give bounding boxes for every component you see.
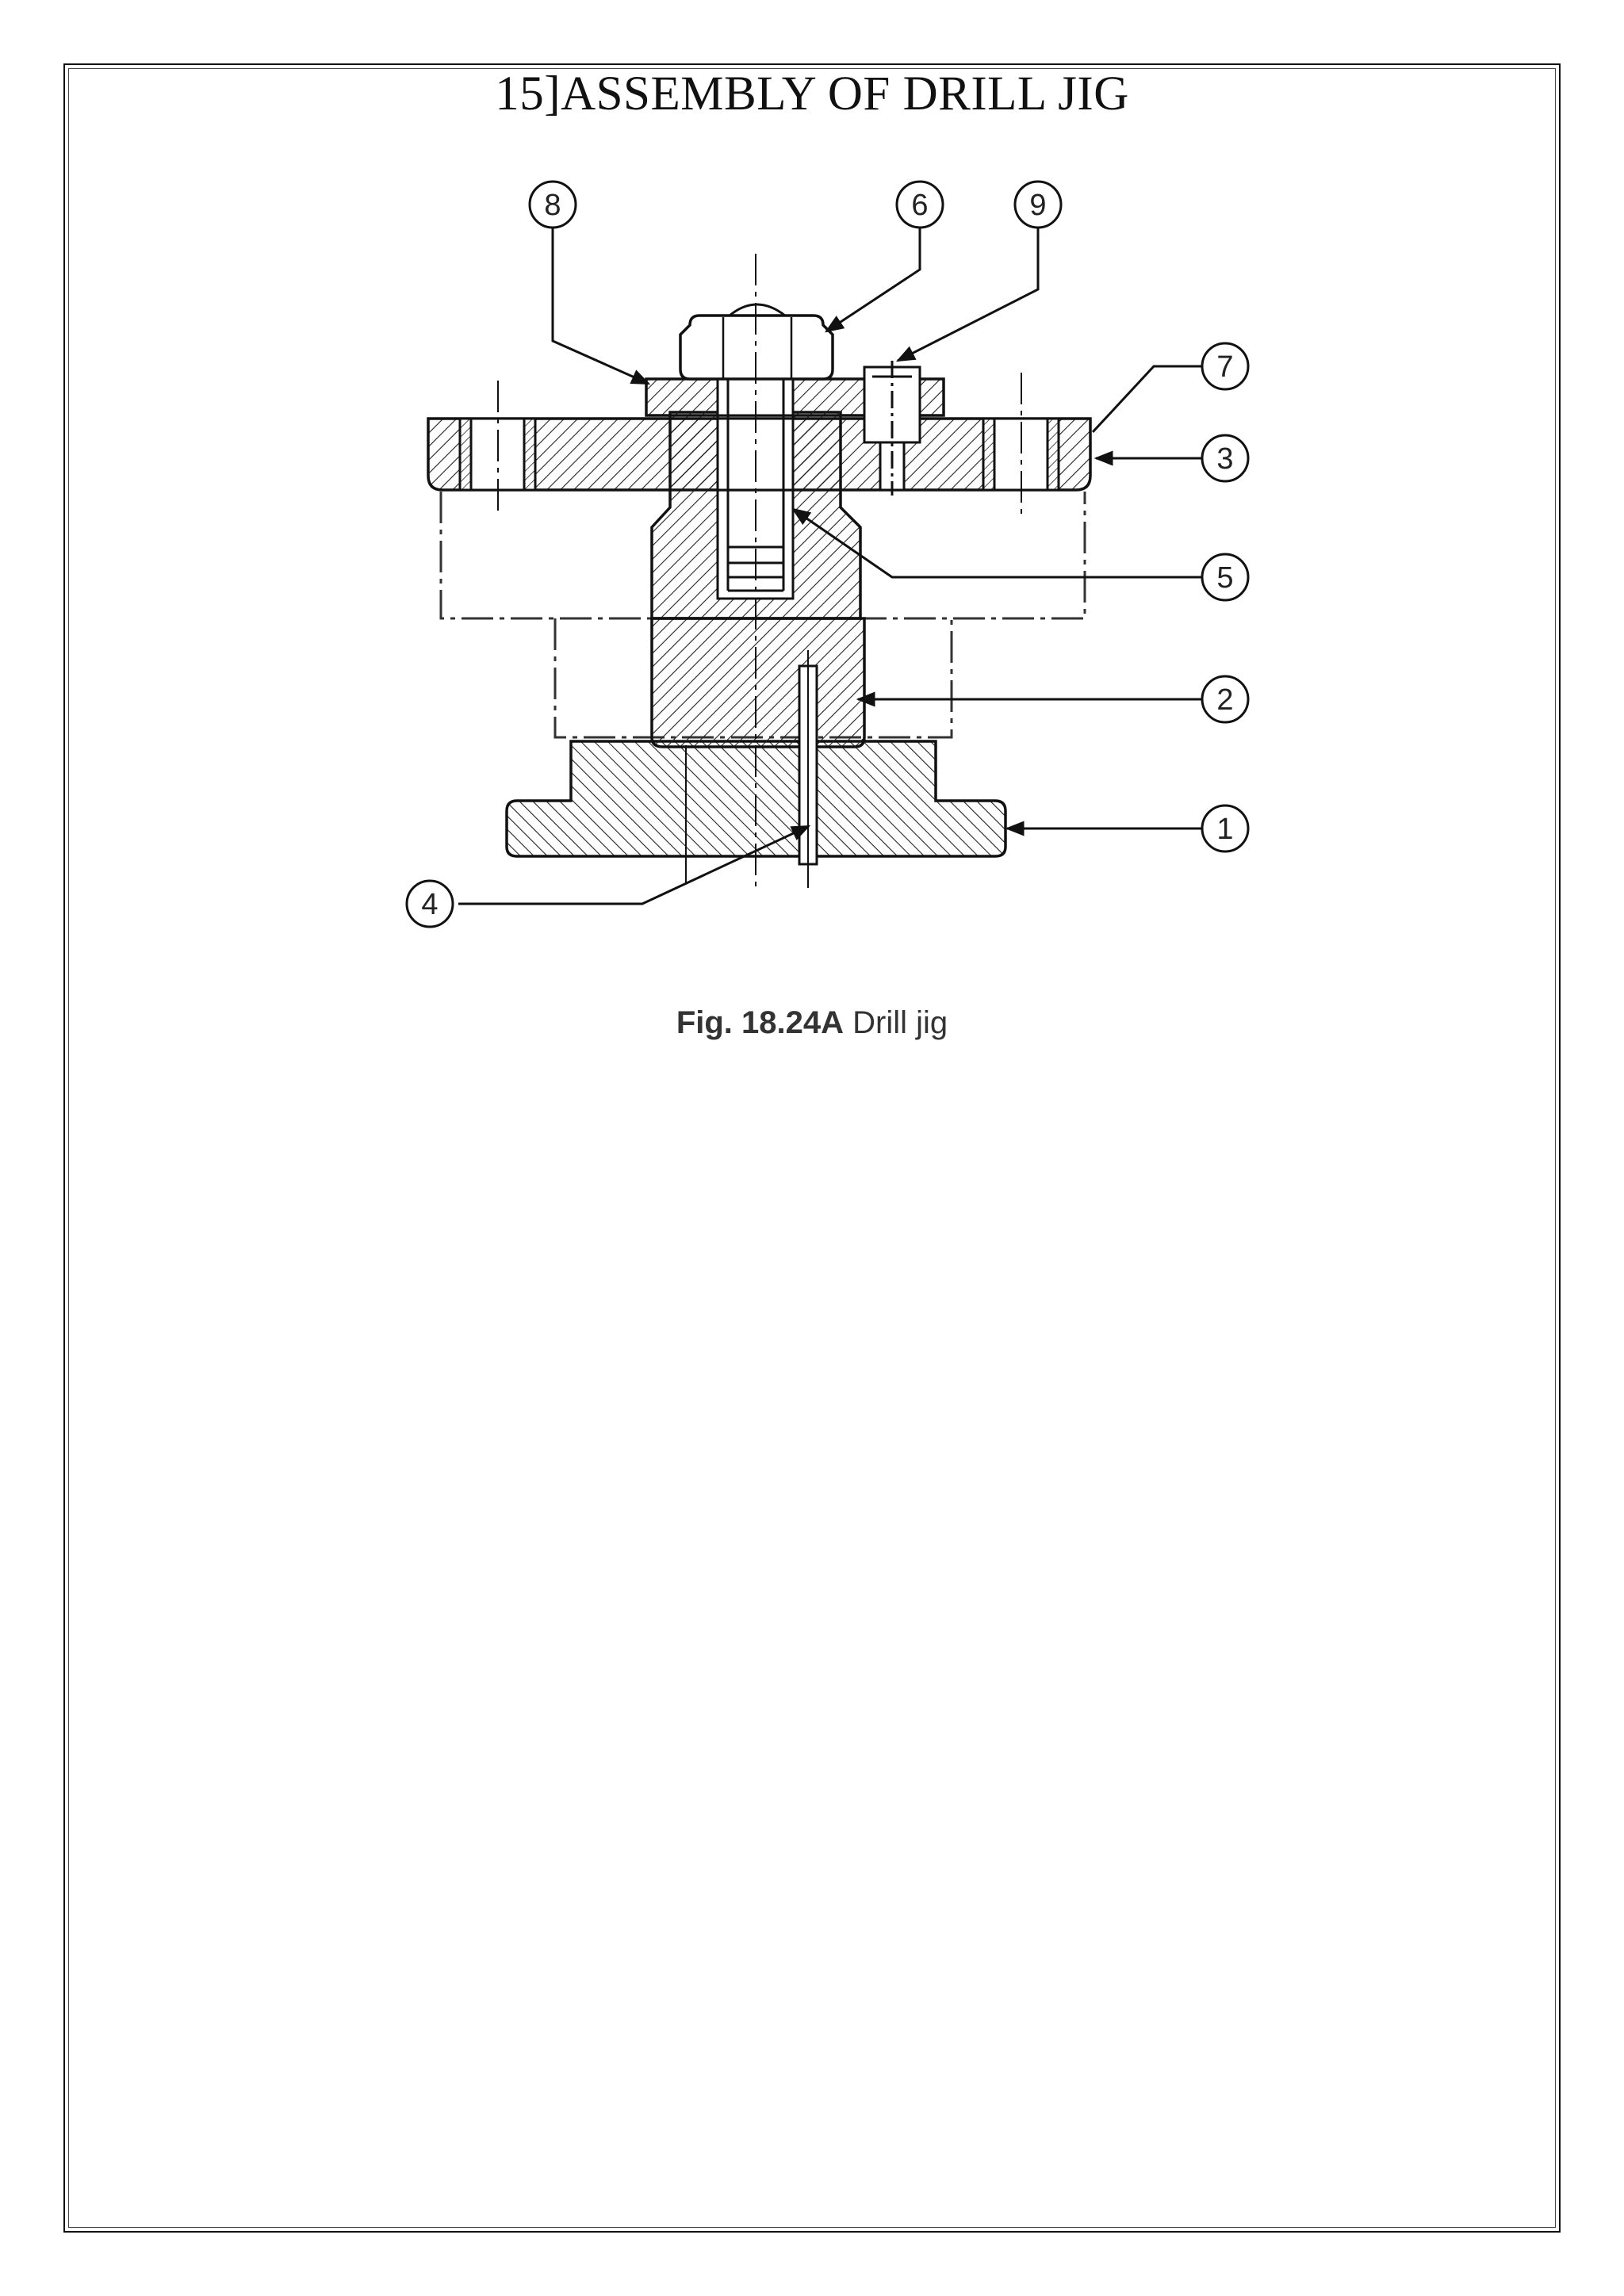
svg-text:7: 7 (1216, 350, 1233, 384)
svg-text:1: 1 (1216, 813, 1233, 846)
callout-9: 9 (1013, 180, 1063, 229)
svg-text:5: 5 (1216, 561, 1233, 595)
page-title: 15]ASSEMBLY OF DRILL JIG (495, 67, 1129, 121)
page-border-outer (63, 63, 1561, 2233)
callout-7: 7 (1201, 342, 1250, 391)
leader-lines (458, 224, 1203, 905)
callout-2: 2 (1201, 675, 1250, 724)
centerlines (497, 254, 1022, 888)
svg-text:4: 4 (421, 888, 438, 921)
figure-caption: Fig. 18.24A Drill jig (0, 1005, 1624, 1041)
page-border-inner (68, 68, 1556, 2228)
locator-body-part (650, 617, 866, 748)
bolt-crown (729, 303, 786, 317)
hex-nut-part (679, 314, 834, 381)
svg-text:3: 3 (1216, 442, 1233, 476)
screw-part (863, 361, 921, 496)
callout-4: 4 (405, 879, 454, 928)
svg-text:2: 2 (1216, 683, 1233, 717)
callout-5: 5 (1201, 553, 1250, 602)
figure-caption-text: Drill jig (852, 1005, 948, 1040)
callout-8: 8 (528, 180, 577, 229)
callout-3: 3 (1201, 434, 1250, 483)
svg-text:8: 8 (544, 189, 561, 222)
drill-jig-drawing: 8 6 9 7 3 5 2 1 4 (405, 180, 1250, 928)
svg-text:9: 9 (1029, 189, 1046, 222)
svg-text:6: 6 (911, 189, 928, 222)
callout-6: 6 (895, 180, 944, 229)
figure-number: Fig. 18.24A (676, 1005, 845, 1040)
callout-1: 1 (1201, 804, 1250, 853)
